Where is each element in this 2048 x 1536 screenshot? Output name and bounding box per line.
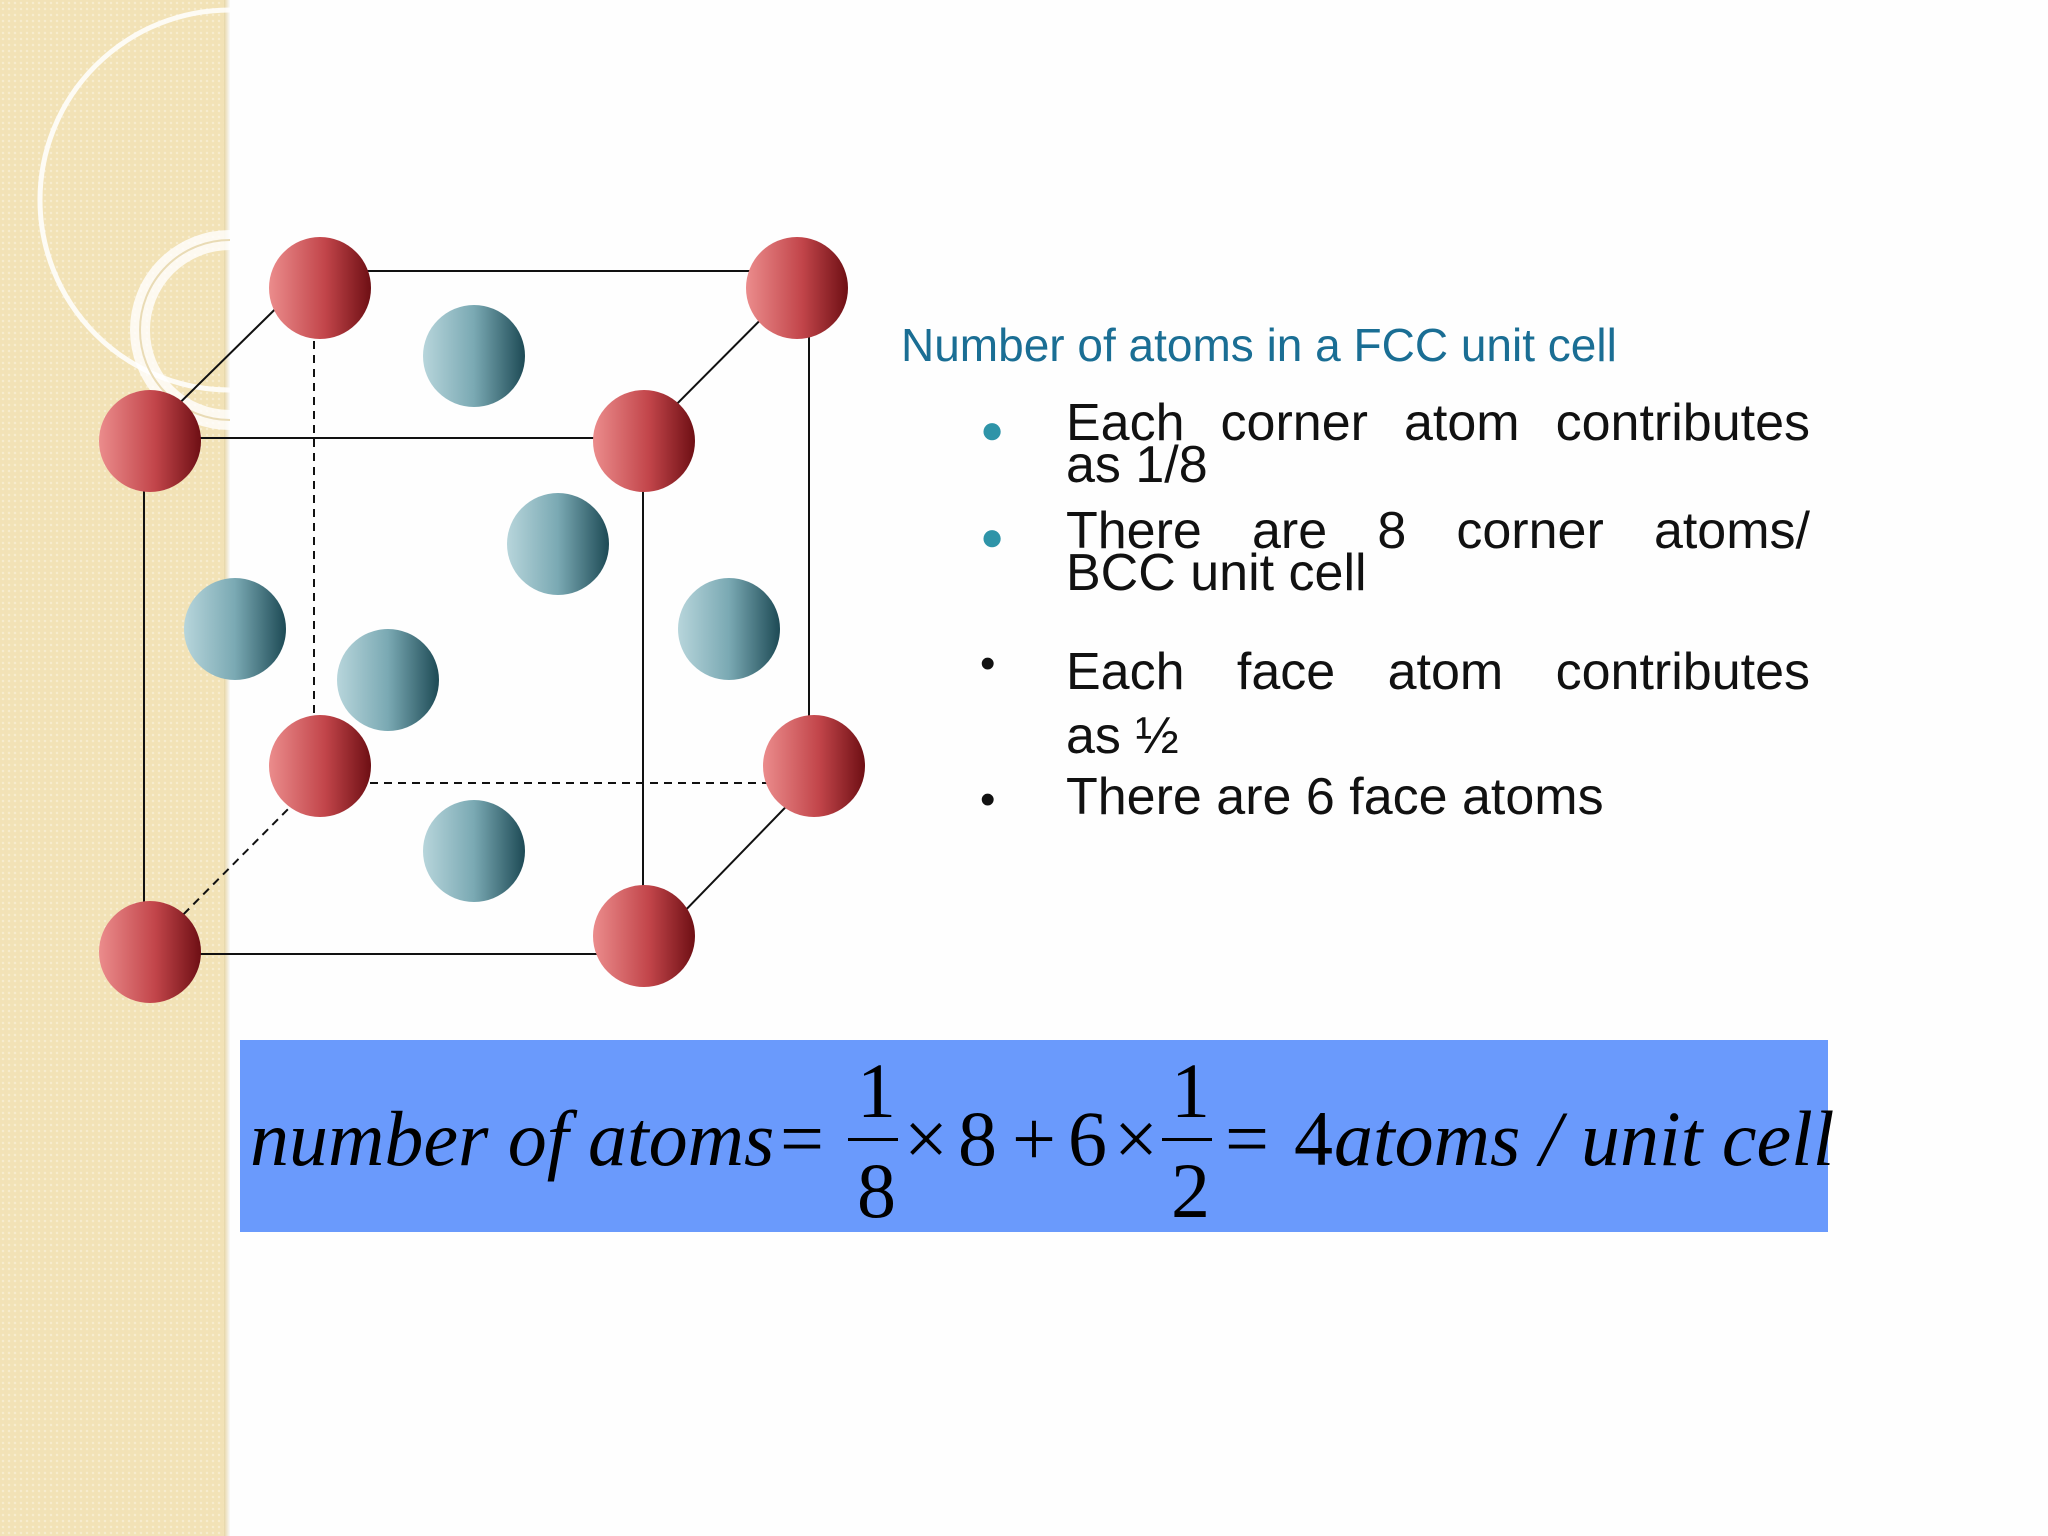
corner-atom (763, 715, 865, 817)
face-atom (337, 629, 439, 731)
bullet-line: There are 6 face atoms (1066, 768, 1604, 826)
bullet-corner-contribution: Each corner atom contributes as 1/8 (1066, 397, 1810, 494)
formula-plus: + (1012, 1095, 1056, 1182)
bullet-line: BCC unit cell (1066, 544, 1367, 602)
face-atoms (184, 305, 780, 902)
bullet-face-count: There are 6 face atoms (1066, 771, 1810, 823)
formula-eight: 8 (958, 1095, 997, 1182)
bullet-marker: • (980, 775, 996, 824)
face-atom (423, 800, 525, 902)
slide-subtitle: Number of atoms in a FCC unit cell (901, 319, 1617, 371)
bullet-line: as 1/8 (1066, 436, 1208, 494)
fcc-unit-cell-diagram (99, 237, 865, 1003)
formula-lhs: number of atoms (250, 1095, 775, 1182)
formula-times: × (1114, 1095, 1158, 1182)
hidden-edges (143, 271, 809, 955)
corner-atom (269, 715, 371, 817)
formula-six: 6 (1068, 1095, 1107, 1182)
bullet-marker-teal: ● (980, 408, 1005, 452)
fraction2-denominator: 2 (1171, 1147, 1210, 1234)
formula-four: 4 (1294, 1095, 1333, 1182)
corner-atom (99, 390, 201, 492)
corner-atom (269, 237, 371, 339)
fraction2-numerator: 1 (1171, 1047, 1210, 1134)
face-atom (184, 578, 286, 680)
corner-atom (746, 237, 848, 339)
bullet-corner-count: There are 8 corner atoms/ BCC unit cell (1066, 505, 1810, 602)
fraction2-bar (1162, 1138, 1212, 1141)
formula-equals: = (1225, 1095, 1269, 1182)
formula-rhs: atoms / unit cell (1334, 1095, 1835, 1182)
bullet-line: Each corner atom contributes (1066, 394, 1810, 452)
bullet-line: There are 8 corner atoms/ (1066, 502, 1810, 560)
fraction1-denominator: 8 (857, 1147, 896, 1234)
bullet-line: Each face atom contributes (1066, 643, 1810, 701)
bullet-marker-teal: ● (980, 515, 1005, 559)
face-atom (507, 493, 609, 595)
formula-times: × (904, 1095, 948, 1182)
fraction1-numerator: 1 (857, 1047, 896, 1134)
corner-atom (99, 901, 201, 1003)
bullet-line: as ½ (1066, 707, 1179, 765)
formula-box: number of atoms = 1 8 × 8 + 6 × 1 2 = 4 … (240, 1040, 1834, 1234)
bullet-marker: • (980, 639, 996, 688)
fraction1-bar (848, 1138, 898, 1141)
atom-count-formula: number of atoms = 1 8 × 8 + 6 × 1 2 = 4 … (240, 1040, 1834, 1234)
corner-atoms (99, 237, 865, 1003)
formula-equals: = (780, 1095, 824, 1182)
sidebar-edge (224, 0, 230, 1536)
corner-atom (593, 390, 695, 492)
face-atom (678, 578, 780, 680)
face-atom (423, 305, 525, 407)
corner-atom (593, 885, 695, 987)
bullet-face-contribution: Each face atom contributes as ½ (1066, 640, 1810, 768)
